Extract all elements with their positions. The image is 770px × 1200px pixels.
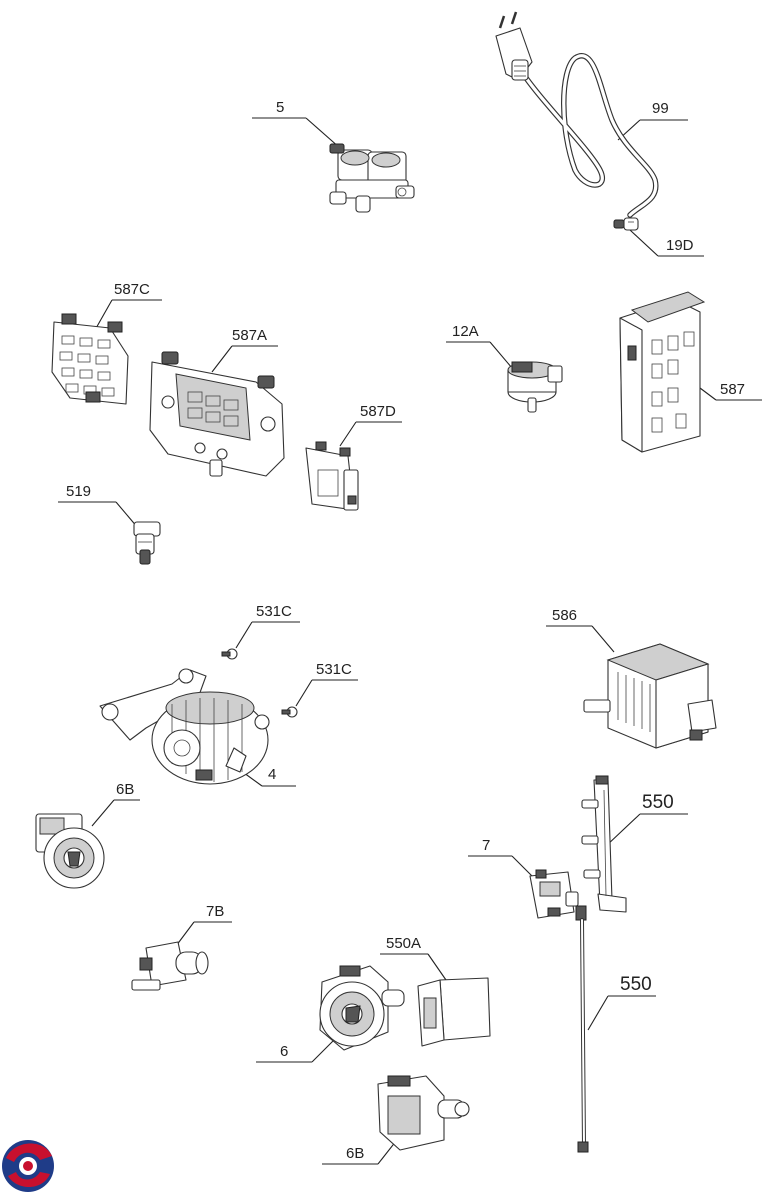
drain-pump-icon — [377, 1075, 470, 1151]
part-587[interactable]: 587 — [619, 291, 762, 453]
part-19D[interactable]: 19D — [613, 217, 704, 257]
filter-module-icon — [583, 643, 717, 749]
part-label-531C: 531C — [256, 603, 292, 620]
control-housing-icon — [619, 291, 706, 453]
part-label-550: 550 — [620, 974, 652, 995]
part-label-6: 6 — [280, 1043, 288, 1060]
screw-icon — [281, 706, 298, 718]
part-7[interactable]: 7 — [468, 837, 579, 919]
wiring-harness-icon — [575, 905, 589, 1153]
part-label-7: 7 — [482, 837, 490, 854]
door-lock-icon — [529, 869, 579, 919]
part-6B-lower[interactable]: 6B — [322, 1075, 470, 1165]
part-587A[interactable]: 587A — [149, 327, 285, 477]
wiring-harness-icon — [581, 775, 627, 913]
leader-line — [91, 799, 115, 827]
leader-line — [94, 299, 113, 331]
drain-pump-icon — [319, 965, 405, 1051]
part-519[interactable]: 519 — [58, 483, 161, 565]
power-cord-icon — [495, 11, 659, 218]
leader-line — [305, 117, 341, 149]
screw-icon — [221, 648, 238, 660]
leader-line — [175, 921, 195, 947]
leader-line — [211, 345, 233, 373]
part-label-586: 586 — [552, 607, 577, 624]
connector-block-icon — [417, 977, 491, 1047]
hose-connector-icon — [131, 941, 209, 991]
part-12A[interactable]: 12A — [446, 323, 563, 413]
leader-line — [591, 625, 615, 653]
part-586[interactable]: 586 — [546, 607, 717, 749]
part-531C-upper[interactable]: 531C — [221, 603, 300, 660]
control-module-icon — [51, 313, 129, 405]
part-label-587C: 587C — [114, 281, 150, 298]
part-587C[interactable]: 587C — [51, 281, 162, 405]
leader-line — [427, 953, 447, 981]
part-label-12A: 12A — [452, 323, 479, 340]
leader-line — [587, 995, 609, 1031]
part-label-5: 5 — [276, 99, 284, 116]
electronic-module-icon — [305, 441, 359, 511]
part-label-7B: 7B — [206, 903, 224, 920]
part-7B[interactable]: 7B — [131, 903, 232, 991]
leader-line — [489, 341, 513, 369]
part-531C-lower[interactable]: 531C — [281, 661, 358, 718]
part-label-6B: 6B — [116, 781, 134, 798]
main-control-board-icon — [149, 351, 285, 477]
part-label-99: 99 — [652, 100, 669, 117]
part-550-lower[interactable]: 550 — [575, 905, 656, 1153]
motor-icon — [99, 668, 270, 785]
leader-line — [605, 813, 641, 847]
part-label-587: 587 — [720, 381, 745, 398]
leader-line — [629, 229, 659, 257]
part-label-587A: 587A — [232, 327, 267, 344]
sensor-icon — [133, 521, 161, 565]
drain-pump-icon — [35, 813, 105, 889]
part-550-upper[interactable]: 550 — [581, 775, 688, 913]
part-587D[interactable]: 587D — [305, 403, 402, 511]
cable-clip-icon — [613, 217, 639, 231]
leader-line — [235, 621, 253, 649]
water-inlet-valve-icon — [329, 143, 415, 213]
brand-logo-icon — [2, 1140, 54, 1192]
part-550A[interactable]: 550A — [380, 935, 491, 1047]
part-99[interactable]: 99 — [495, 11, 688, 218]
part-6[interactable]: 6 — [256, 965, 405, 1063]
part-label-550A: 550A — [386, 935, 421, 952]
part-label-587D: 587D — [360, 403, 396, 420]
part-label-4: 4 — [268, 766, 276, 783]
part-label-531C: 531C — [316, 661, 352, 678]
pressure-switch-icon — [507, 361, 563, 413]
part-6B-upper[interactable]: 6B — [35, 781, 140, 889]
part-label-519: 519 — [66, 483, 91, 500]
part-label-19D: 19D — [666, 237, 694, 254]
leader-line — [295, 679, 313, 707]
part-label-550: 550 — [642, 792, 674, 813]
part-5[interactable]: 5 — [252, 99, 415, 213]
part-4[interactable]: 4 — [99, 668, 296, 787]
leader-line — [339, 421, 357, 447]
part-label-6B: 6B — [346, 1145, 364, 1162]
